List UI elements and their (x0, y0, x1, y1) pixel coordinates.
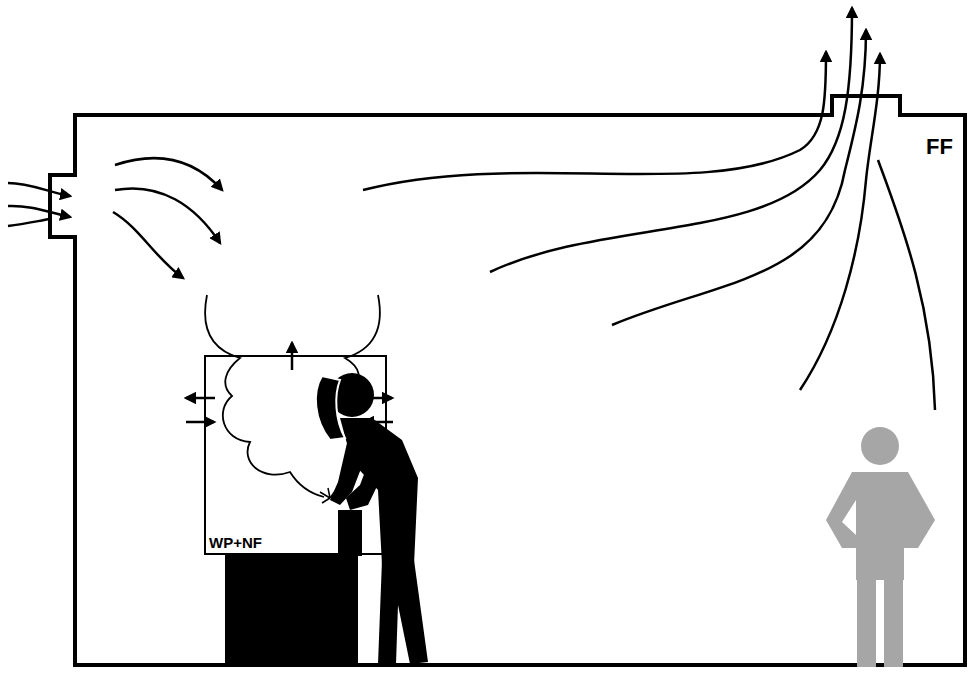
room-wall-line (50, 96, 965, 665)
room-airflow (113, 158, 222, 278)
inlet-airflow (8, 183, 70, 226)
box-label: WP+NF (209, 534, 262, 551)
workpiece (338, 510, 362, 556)
fume-plume (205, 295, 380, 497)
welding-spark (320, 488, 336, 503)
bystander-figure (826, 427, 935, 667)
room-outline: FF WP+NF (48, 94, 967, 667)
room-wall (48, 94, 967, 667)
zone-label: FF (926, 134, 953, 160)
near-field-box: WP+NF (204, 355, 387, 555)
workbench (225, 555, 358, 667)
exhaust-streamlines (363, 8, 935, 410)
welder-figure (316, 373, 428, 664)
